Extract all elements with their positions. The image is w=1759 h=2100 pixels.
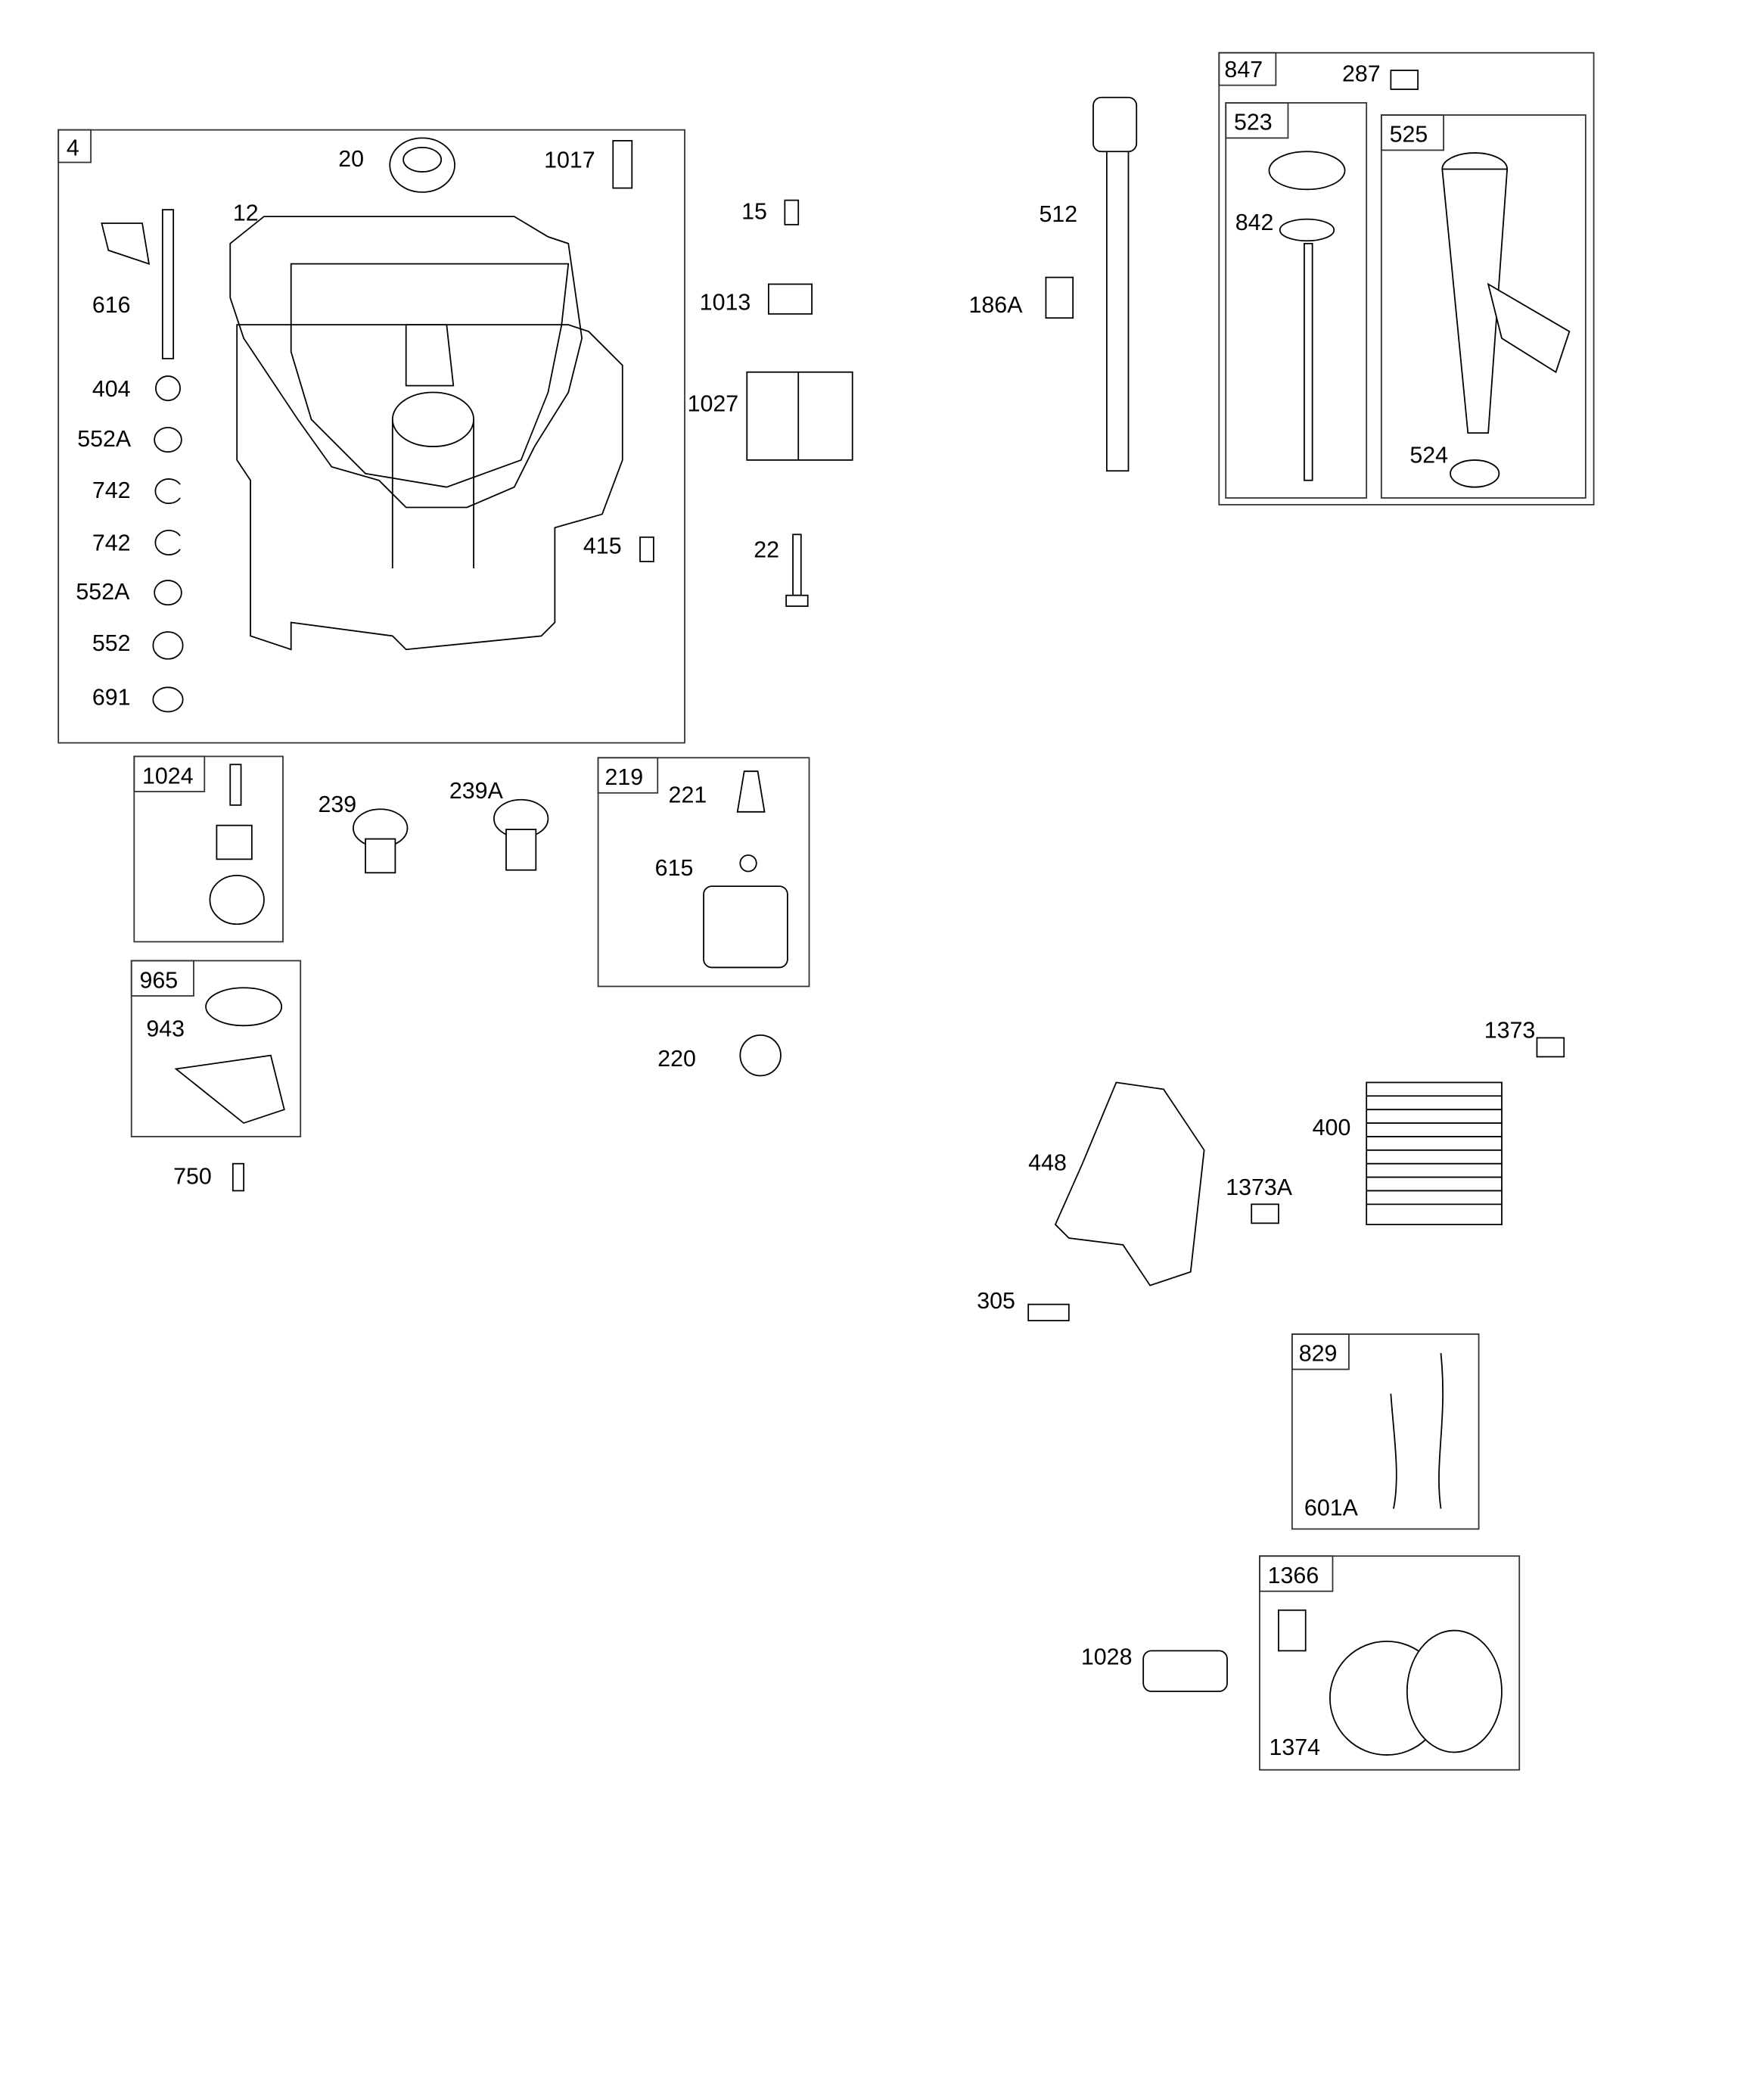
group-523: 523 [1225, 101, 1368, 499]
dipstick-tube-512 [1092, 96, 1138, 472]
callout: 750 [173, 1164, 212, 1190]
callout: 616 [92, 292, 131, 318]
switch-239a [493, 798, 549, 871]
callout: 415 [583, 533, 622, 558]
callout: 552A [77, 426, 132, 452]
callout: 1373 [1484, 1017, 1536, 1043]
group-965: 965 [130, 960, 302, 1137]
gasket-943 [174, 987, 285, 1125]
callout: 552A [76, 579, 130, 605]
switch-239 [353, 808, 409, 874]
breather-1017 [612, 140, 633, 189]
oil-cooler-400 [1366, 1081, 1503, 1226]
callout: 15 [741, 199, 767, 225]
callout: 943 [146, 1016, 185, 1042]
callout: 404 [92, 376, 131, 402]
screw-287 [1390, 70, 1419, 90]
group-525: 525 [1380, 114, 1587, 499]
oil-fill-tube-524 [1441, 152, 1571, 488]
callout: 239A [449, 778, 504, 804]
group-label: 965 [139, 967, 178, 993]
callout: 186A [969, 292, 1024, 318]
callout: 552 [92, 630, 131, 656]
bushing-552a [154, 580, 182, 606]
dipstick-842 [1268, 151, 1346, 481]
callout: 287 [1342, 61, 1381, 86]
group-1024: 1024 [133, 755, 284, 943]
screw-1373 [1536, 1037, 1565, 1058]
bushing-552a [154, 427, 182, 453]
callouts: 20 1017 12 616 404 552A 742 742 552A 552… [76, 61, 1535, 1760]
filter-1013 [767, 283, 813, 315]
bolt-22 [785, 534, 809, 607]
group-847: 847 [1218, 51, 1595, 506]
group-label: 829 [1299, 1341, 1338, 1367]
callout: 512 [1039, 201, 1077, 227]
callout: 305 [977, 1288, 1015, 1314]
crankcase-sump-drawing [229, 216, 623, 651]
oil-filter-1027 [746, 371, 853, 461]
bushing-552 [152, 631, 184, 660]
callout: 1028 [1081, 1644, 1133, 1669]
washer-404 [155, 375, 181, 402]
governor-shaft-616 [101, 209, 175, 359]
group-4: 4 [57, 129, 685, 744]
screw-1373a [1251, 1203, 1279, 1224]
callout: 1373A [1226, 1174, 1293, 1200]
callout: 742 [92, 530, 131, 556]
callout: 742 [92, 478, 131, 503]
group-label: 1024 [142, 763, 194, 789]
oil-pump-219-parts [703, 770, 788, 969]
screw-750 [232, 1162, 245, 1192]
group-1366: 1366 [1259, 1555, 1521, 1771]
screw-305 [1027, 1303, 1070, 1321]
retainer-742 [154, 478, 181, 505]
callout: 400 [1313, 1115, 1351, 1140]
callout: 615 [655, 855, 694, 881]
callout: 220 [657, 1046, 696, 1072]
group-label: 219 [605, 764, 644, 790]
group-label: 847 [1224, 57, 1263, 82]
oil-filter-adapter-1374 [1278, 1609, 1503, 1756]
callout: 1017 [544, 148, 595, 173]
seal-20 [389, 137, 455, 193]
seal-691 [152, 686, 184, 713]
group-label: 525 [1390, 122, 1428, 148]
callout: 1374 [1269, 1734, 1320, 1760]
callout: 22 [754, 537, 779, 563]
callout: 524 [1409, 443, 1448, 468]
callout: 691 [92, 685, 131, 711]
screen-220 [739, 1034, 782, 1077]
callout: 20 [338, 146, 364, 172]
group-label: 523 [1234, 110, 1273, 135]
callout: 842 [1235, 210, 1274, 235]
callout: 448 [1028, 1150, 1067, 1176]
fitting-1028 [1142, 1650, 1228, 1692]
callout: 1013 [700, 289, 751, 315]
callout: 221 [669, 782, 707, 807]
callout: 239 [318, 792, 356, 817]
pressure-relief-1024 [209, 764, 265, 926]
callout: 601A [1304, 1495, 1359, 1521]
gasket-448 [1054, 1081, 1205, 1286]
group-219: 219 [597, 757, 810, 988]
callout: 12 [233, 200, 259, 226]
group-label: 1366 [1268, 1563, 1319, 1588]
hoses-601a [1390, 1352, 1444, 1509]
callout: 1027 [688, 391, 739, 417]
plug-15 [784, 199, 800, 226]
plug-415 [639, 536, 654, 562]
group-829: 829 [1291, 1333, 1480, 1530]
seal-186a [1045, 276, 1074, 319]
retainer-742 [154, 530, 181, 555]
group-label: 4 [67, 135, 79, 161]
